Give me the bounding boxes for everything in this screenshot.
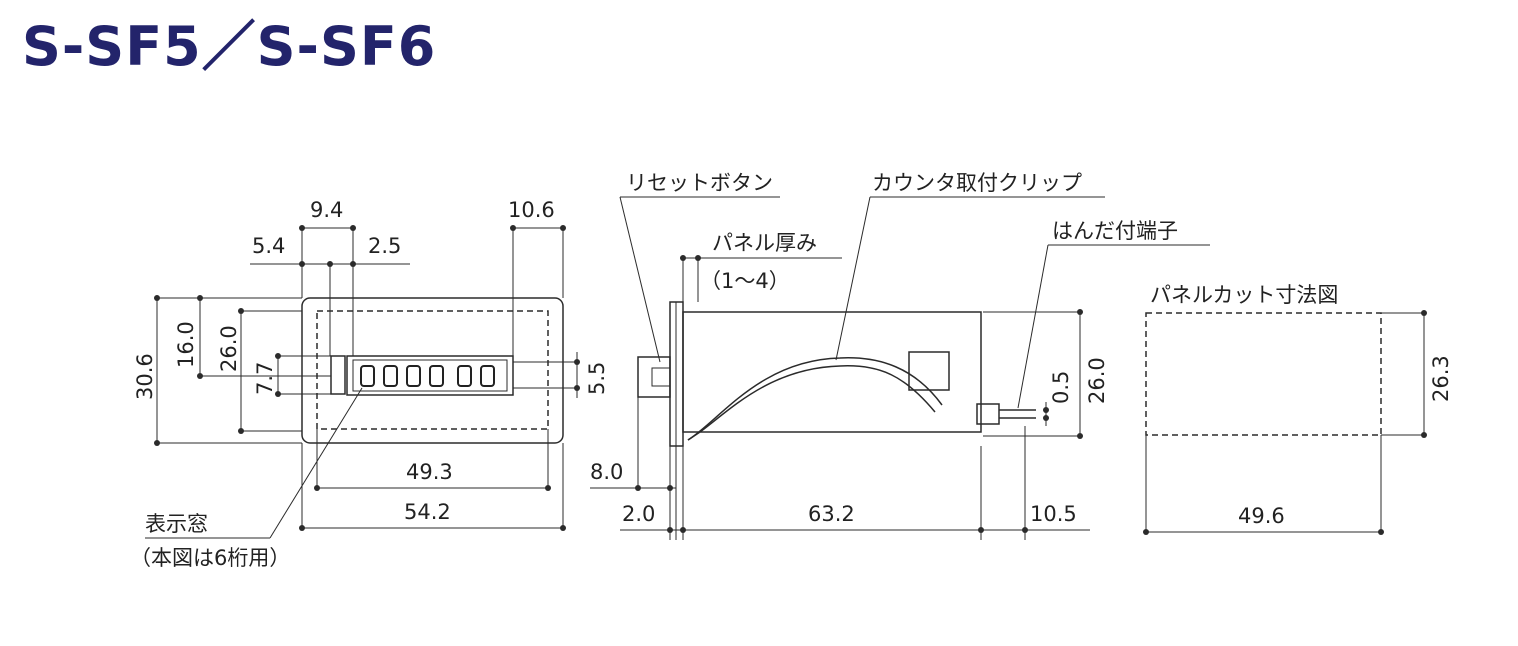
side-view: リセットボタン カウンタ取付クリップ パネル厚み （1～4） はんだ付端子 0.… [590,171,1210,540]
front-left-tab [330,355,346,395]
dim-10-6: 10.6 [508,198,555,222]
dim-63-2: 63.2 [808,502,855,526]
dim-26-0-front: 26.0 [217,325,241,372]
dim-49-3: 49.3 [406,460,453,484]
label-panel-cut: パネルカット寸法図 [1150,283,1338,307]
dim-5-5: 5.5 [585,362,609,395]
dim-16-0: 16.0 [174,321,198,368]
dim-49-6: 49.6 [1238,504,1285,528]
label-solder-terminal: はんだ付端子 [1052,219,1178,243]
display-window [346,355,514,396]
display-digits [360,365,495,387]
dim-9-4: 9.4 [310,198,343,222]
dim-30-6: 30.6 [133,353,157,400]
mounting-clip [687,357,943,441]
reset-button-shape [637,356,671,398]
page-title: S-SF5／S-SF6 [22,15,437,78]
label-panel-thickness: パネル厚み [712,231,817,255]
panel-cut-outline [1145,312,1382,436]
label-display-window: 表示窓 [145,512,208,536]
dim-8-0: 8.0 [590,460,623,484]
dim-26-0-side: 26.0 [1085,357,1109,404]
front-dashed-outline [316,310,549,430]
solder-terminal [976,403,1000,425]
dim-7-7: 7.7 [253,362,277,395]
dim-2-5: 2.5 [368,234,401,258]
dim-10-5: 10.5 [1030,502,1077,526]
label-display-window-note: （本図は6桁用） [130,546,290,570]
display-window-inner [352,359,508,392]
dim-54-2: 54.2 [404,500,451,524]
dim-26-3: 26.3 [1429,355,1453,402]
side-body [682,311,982,433]
label-panel-range: （1～4） [700,269,790,293]
dim-5-4: 5.4 [252,234,285,258]
dim-0-5: 0.5 [1049,371,1073,404]
panel-cut-view: パネルカット寸法図 26.3 49.6 [1143,283,1453,535]
label-reset-button: リセットボタン [626,171,773,195]
label-clip: カウンタ取付クリップ [872,171,1082,195]
front-housing [301,297,564,444]
dim-2-0: 2.0 [622,502,655,526]
front-view: 000000 9.4 10.6 5.4 2.5 [130,198,609,570]
